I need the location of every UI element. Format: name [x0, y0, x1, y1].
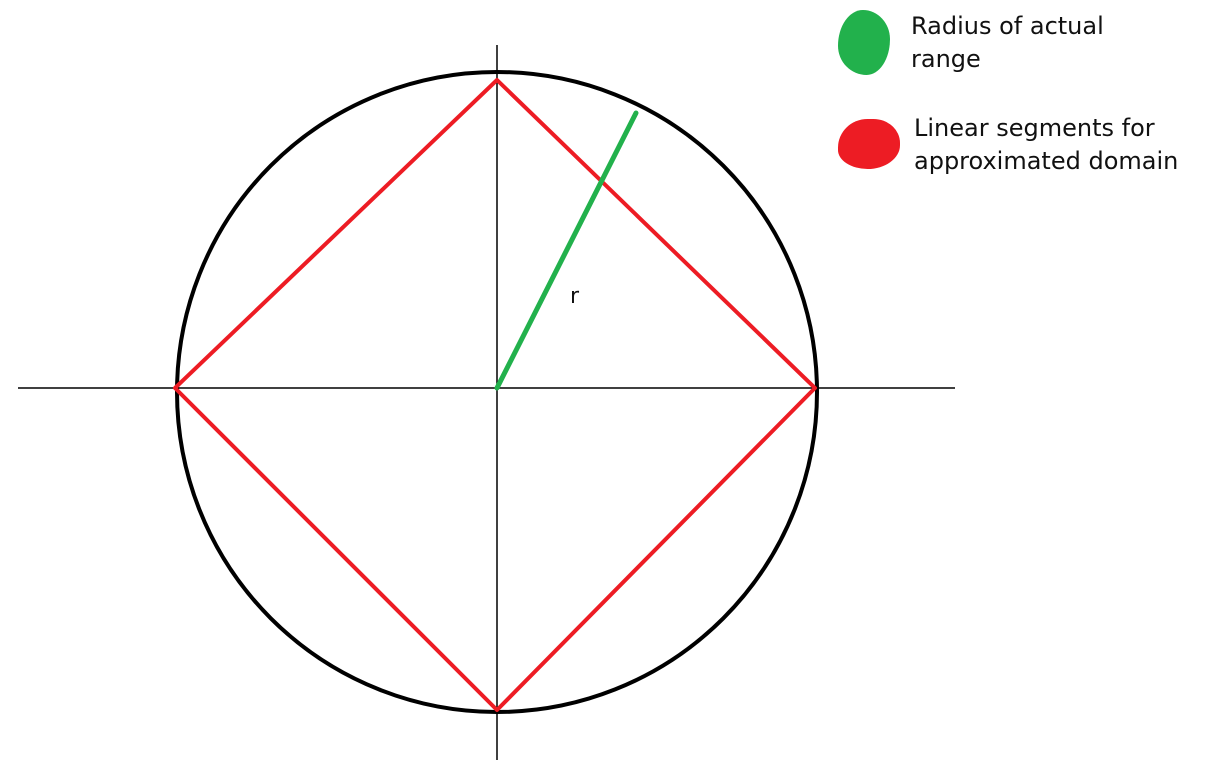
legend-label-radius-line2: range [911, 45, 981, 73]
approximation-diamond [173, 78, 817, 712]
legend-label-segments: Linear segments for approximated domain [914, 112, 1213, 178]
legend-label-segments-line2: approximated domain [914, 147, 1179, 175]
legend-label-radius-line1: Radius of actual [911, 12, 1104, 40]
legend-label-radius: Radius of actual range [911, 10, 1211, 76]
green-blob-icon [838, 10, 890, 75]
red-blob-icon [838, 119, 900, 169]
legend-label-segments-line1: Linear segments for [914, 114, 1155, 142]
radius-label: r [570, 284, 580, 309]
radius-line [494, 110, 639, 391]
